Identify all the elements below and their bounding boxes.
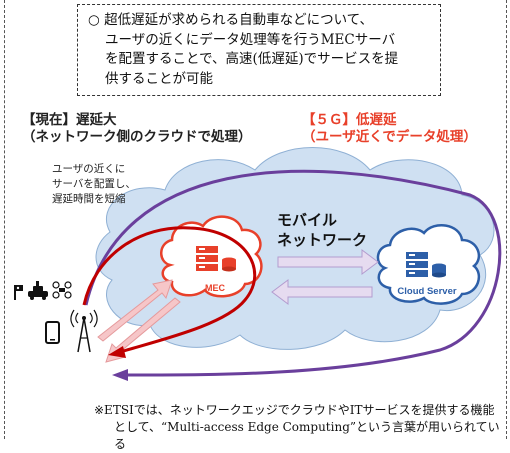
side-note: ユーザの近くに サーバを配置し、 遅延時間を短縮: [52, 162, 136, 207]
cloud-server-icon: [406, 252, 446, 278]
mobile-network-label: モバイル ネットワーク: [277, 210, 367, 250]
summary-line: ○ 超低遅延が求められる自動車などについて、: [88, 12, 373, 28]
current-title: 【現在】遅延大: [22, 112, 117, 128]
current-subtitle: （ネットワーク側のクラウドで処理）: [22, 129, 252, 145]
summary-line: ユーザの近くにデータ処理等を行うMECサーバ: [105, 31, 396, 48]
traffic-signal-icon: [14, 285, 23, 300]
footnote: ※ETSIでは、ネットワークエッジでクラウドやITサービスを提供する機能 として…: [94, 402, 510, 453]
frame-border-left: [4, 0, 5, 439]
mobile-network-label-line: モバイル: [277, 211, 338, 229]
device-to-mec-arrow: [97, 279, 173, 342]
mec-cloud: [160, 215, 263, 298]
base-station-tower-icon: [70, 309, 98, 353]
smartphone-icon: [45, 321, 60, 344]
side-note-line: 遅延時間を短縮: [52, 193, 126, 205]
five-g-short-path: [82, 226, 257, 358]
summary-line: 供することが可能: [105, 70, 213, 87]
cloud-server-label: Cloud Server: [397, 286, 457, 297]
drone-icon: [52, 281, 72, 299]
cloud-to-mec-arrow: [271, 279, 373, 305]
network-diagram: [14, 147, 502, 381]
five-g-heading: 【５Ｇ】低遅延 （ユーザ近くでデータ処理）: [302, 112, 477, 146]
current-long-path: [84, 169, 502, 381]
footnote-line: ※ETSIでは、ネットワークエッジでクラウドやITサービスを提供する機能: [94, 403, 495, 417]
summary-line: を配置することで、高速(低遅延)でサービスを提: [105, 51, 399, 67]
current-heading: 【現在】遅延大 （ネットワーク側のクラウドで処理）: [22, 112, 252, 146]
summary-note-box: ○ 超低遅延が求められる自動車などについて、 ユーザの近くにデータ処理等を行うM…: [77, 4, 441, 96]
frame-border-right: [506, 0, 507, 439]
mec-server-icon: [196, 246, 236, 272]
mec-label: MEC: [205, 283, 225, 293]
footnote-line: として、“Multi-access Edge Computing”という言葉が用…: [114, 420, 500, 451]
five-g-title: 【５Ｇ】低遅延: [302, 112, 397, 128]
mec-to-cloud-arrow: [277, 249, 379, 275]
mobile-network-label-line: ネットワーク: [277, 231, 368, 249]
five-g-subtitle: （ユーザ近くでデータ処理）: [302, 129, 477, 145]
car-icon: [28, 281, 48, 300]
cloud-server-cloud: [376, 224, 481, 305]
side-note-line: サーバを配置し、: [52, 178, 136, 190]
side-note-line: ユーザの近くに: [52, 163, 126, 175]
